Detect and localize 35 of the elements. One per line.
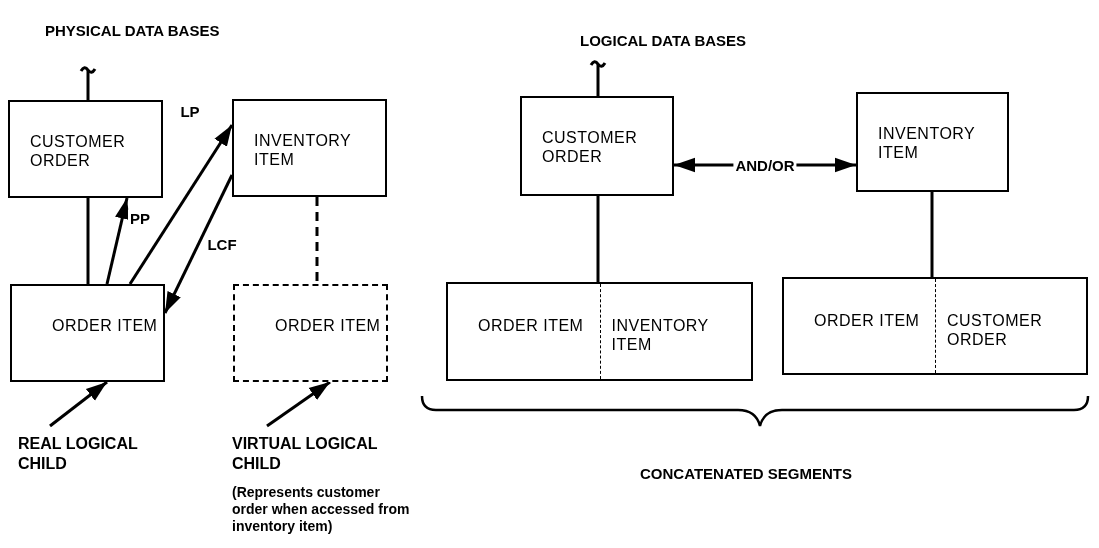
arrow — [105, 197, 130, 285]
segment-name: CUSTOMER ORDER — [30, 132, 127, 170]
segment-box — [10, 284, 165, 382]
segment-name: INVENTORY ITEM — [878, 124, 976, 162]
segment-name: INVENTORY ITEM — [611, 316, 710, 354]
segment-box — [8, 100, 163, 198]
segment-name: ORDER ITEM — [814, 311, 921, 330]
connector-line — [596, 64, 600, 96]
segment-name: ORDER ITEM — [478, 316, 585, 335]
callout-text: REAL LOGICAL CHILD — [18, 434, 139, 474]
arrow — [266, 380, 331, 428]
segment-name: ORDER ITEM — [275, 316, 382, 335]
section-heading: CONCATENATED SEGMENTS — [640, 465, 852, 482]
section-heading: LOGICAL DATA BASES — [580, 32, 747, 49]
concatenated-segment-box — [782, 277, 1088, 375]
segment-box — [856, 92, 1009, 192]
section-heading: PHYSICAL DATA BASES — [45, 22, 220, 39]
arrow — [128, 124, 234, 285]
connector-line — [596, 196, 600, 282]
callout-note: (Represents customer order when accessed from inventory item) — [232, 484, 411, 535]
concatenated-segment-box — [446, 282, 753, 381]
connector-line — [315, 197, 319, 284]
segment-name: CUSTOMER ORDER — [947, 311, 1044, 349]
connector-line — [930, 192, 934, 277]
segment-name: INVENTORY ITEM — [254, 131, 352, 169]
callout-text: VIRTUAL LOGICAL CHILD — [232, 434, 379, 474]
arrow — [49, 380, 108, 428]
connector-line — [86, 198, 90, 284]
segment-box — [232, 99, 387, 197]
edge-label: PP — [128, 209, 152, 227]
segment-name: CUSTOMER ORDER — [542, 128, 639, 166]
segment-box — [520, 96, 674, 196]
connector-line — [86, 70, 90, 100]
segment-name: ORDER ITEM — [52, 316, 159, 335]
virtual-segment-box — [233, 284, 388, 382]
